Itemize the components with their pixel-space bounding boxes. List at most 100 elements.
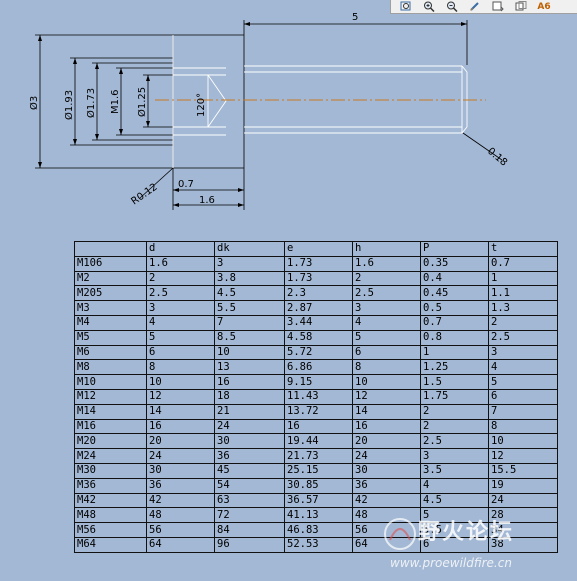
- table-cell: 36.57: [284, 492, 353, 509]
- view-orient-icon: [492, 1, 504, 12]
- table-cell: 4.5: [214, 285, 285, 302]
- table-cell: M14: [74, 403, 147, 420]
- dim-d125: Ø1.25: [136, 87, 148, 117]
- table-cell: 24: [488, 492, 558, 509]
- table-cell: 3: [420, 448, 489, 464]
- table-cell: 0.45: [420, 285, 489, 302]
- table-cell: 2.5: [146, 285, 215, 302]
- table-cell: 21: [214, 403, 285, 420]
- table-cell: 12: [352, 388, 421, 405]
- table-cell: 4.5: [420, 492, 489, 509]
- table-cell: 64: [146, 536, 215, 553]
- more-icon: A6: [537, 1, 551, 12]
- table-cell: 18: [214, 388, 285, 405]
- table-cell: 5: [488, 374, 558, 390]
- table-cell: 15.5: [488, 462, 558, 479]
- table-cell: 36: [214, 448, 285, 464]
- table-cell: 16: [146, 418, 215, 435]
- table-cell: 46.83: [284, 522, 353, 538]
- table-cell: 25.15: [284, 462, 353, 479]
- table-cell: 34: [488, 522, 558, 538]
- table-cell: 1.6: [146, 255, 215, 272]
- table-cell: 2.3: [284, 285, 353, 302]
- table-cell: 2.5: [352, 285, 421, 302]
- table-cell: 10: [214, 344, 285, 361]
- table-cell: 1: [488, 270, 558, 287]
- saved-views-button[interactable]: [512, 1, 530, 13]
- table-cell: 36: [352, 477, 421, 494]
- watermark-logo-icon: [384, 518, 416, 550]
- table-cell: 12: [146, 388, 215, 405]
- table-cell: 19.44: [284, 433, 353, 450]
- table-cell: 30: [146, 462, 215, 479]
- table-header-cell: dk: [214, 241, 285, 257]
- table-cell: 38: [488, 536, 558, 553]
- zoom-window-button[interactable]: [397, 1, 415, 13]
- table-cell: 84: [214, 522, 285, 538]
- table-header-cell: [74, 241, 147, 257]
- table-cell: 63: [214, 492, 285, 509]
- zoom-window-icon: [400, 1, 411, 11]
- table-cell: 56: [146, 522, 215, 538]
- zoom-out-button[interactable]: [443, 1, 461, 13]
- table-cell: 2: [488, 314, 558, 331]
- table-cell: 3: [146, 300, 215, 316]
- table-cell: 1.1: [488, 285, 558, 302]
- table-cell: 10: [146, 374, 215, 390]
- view-toolbar: A6: [390, 0, 577, 14]
- table-cell: 1.75: [420, 388, 489, 405]
- table-cell: M6: [74, 344, 147, 361]
- table-cell: 5.72: [284, 344, 353, 361]
- table-cell: M106: [74, 255, 147, 272]
- table-cell: M205: [74, 285, 147, 302]
- more-button[interactable]: A6: [535, 1, 553, 13]
- table-cell: 2.87: [284, 300, 353, 316]
- table-cell: 3: [352, 300, 421, 316]
- table-cell: 24: [214, 418, 285, 435]
- watermark-title: 野火论坛: [418, 520, 515, 545]
- saved-views-icon: [515, 1, 527, 11]
- table-cell: 6.86: [284, 359, 353, 376]
- forum-watermark: 野火论坛 www.proewildfire.cn: [380, 512, 572, 576]
- table-cell: 30: [214, 433, 285, 450]
- dim-length: 5: [352, 12, 358, 23]
- table-cell: M48: [74, 507, 147, 524]
- table-cell: M36: [74, 477, 147, 494]
- dim-d3: Ø3: [28, 96, 40, 110]
- view-orient-button[interactable]: [489, 1, 507, 13]
- watermark-url: www.proewildfire.cn: [390, 556, 512, 570]
- table-cell: 10: [488, 433, 558, 450]
- table-cell: 3.5: [420, 462, 489, 479]
- table-cell: 5: [146, 329, 215, 346]
- table-cell: 4: [146, 314, 215, 331]
- table-cell: 3: [214, 255, 285, 272]
- table-cell: M24: [74, 448, 147, 464]
- table-cell: 12: [488, 448, 558, 464]
- table-cell: 2.5: [488, 329, 558, 346]
- table-cell: 1.3: [488, 300, 558, 316]
- rotate-button[interactable]: [466, 1, 484, 13]
- dim-w07: 0.7: [178, 179, 194, 190]
- table-cell: 0.7: [488, 255, 558, 272]
- table-cell: M4: [74, 314, 147, 331]
- table-cell: 1.6: [352, 255, 421, 272]
- table-cell: 16: [352, 418, 421, 435]
- table-cell: 5: [352, 329, 421, 346]
- table-cell: 36: [146, 477, 215, 494]
- table-cell: 20: [352, 433, 421, 450]
- table-cell: 48: [146, 507, 215, 524]
- table-cell: M2: [74, 270, 147, 287]
- table-cell: 8: [352, 359, 421, 376]
- zoom-in-button[interactable]: [420, 1, 438, 13]
